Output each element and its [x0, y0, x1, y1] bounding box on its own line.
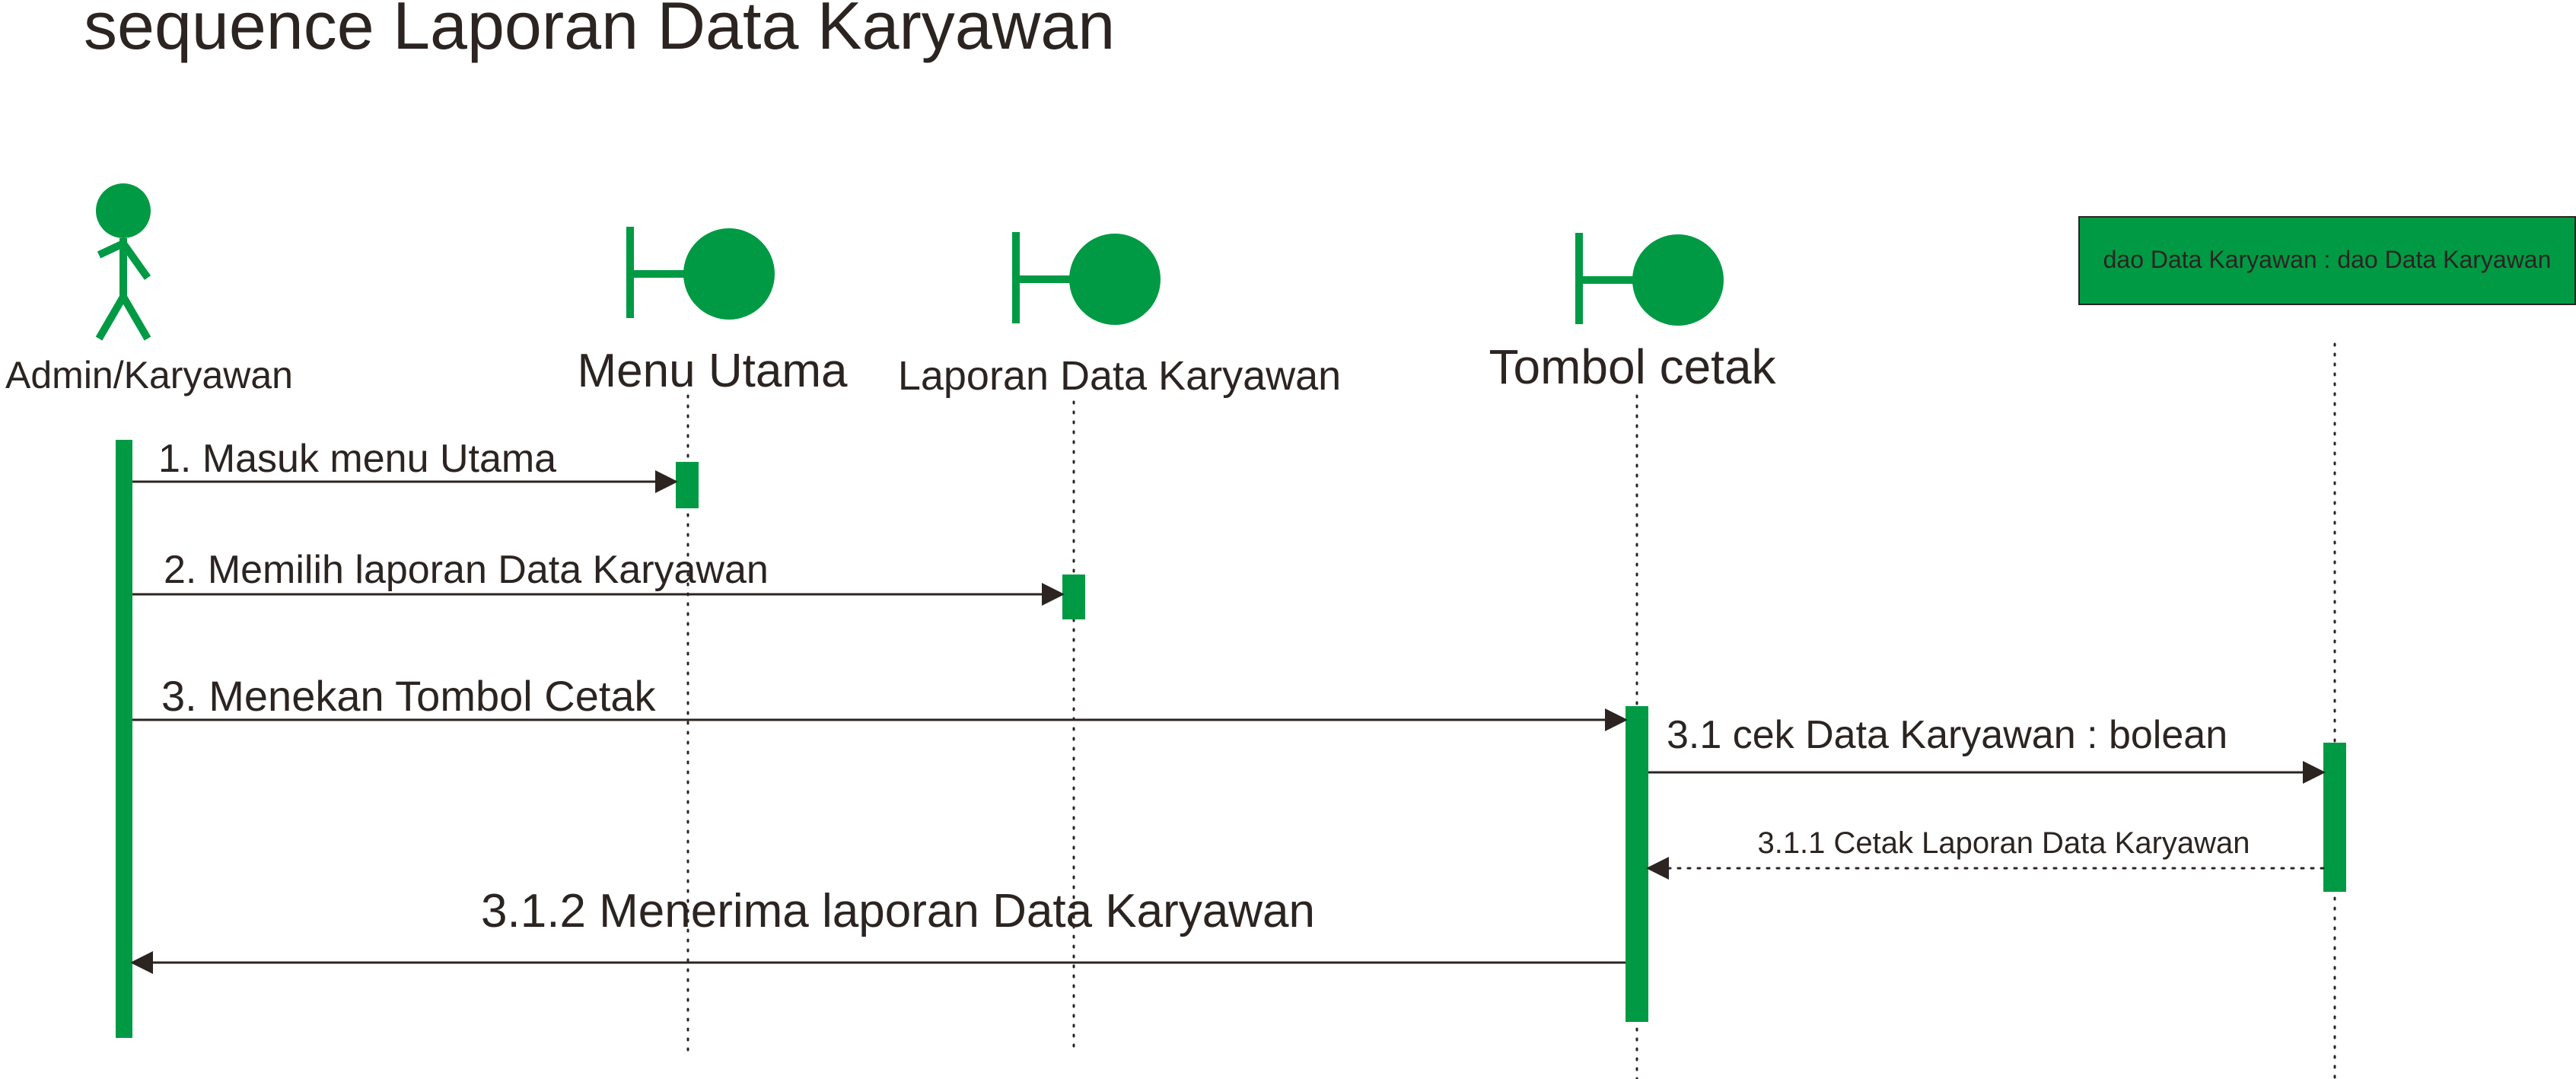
boundary-circle — [1069, 234, 1161, 325]
actor-left-arm — [97, 240, 126, 259]
lifeline-tombol: Tombol cetak — [1489, 233, 1777, 1079]
message-label: 3.1.2 Menerima laporan Data Karyawan — [481, 885, 1315, 937]
object-label: dao Data Karyawan : dao Data Karyawan — [2103, 246, 2552, 273]
lifeline-menu: Menu Utama — [578, 227, 848, 1055]
boundary-icon — [626, 227, 775, 320]
lifeline-dao: dao Data Karyawan : dao Data Karyawan — [2078, 216, 2576, 1079]
boundary-circle — [683, 228, 775, 320]
message-label: 1. Masuk menu Utama — [158, 437, 556, 481]
lifeline-label: Laporan Data Karyawan — [898, 353, 1341, 399]
lifeline-label: Menu Utama — [578, 345, 848, 397]
activation-bar-laporan — [1062, 575, 1085, 619]
message-label: 3.1 cek Data Karyawan : bolean — [1667, 713, 2227, 757]
messages: 1. Masuk menu Utama 2. Memilih laporan Da… — [130, 437, 2326, 974]
boundary-circle — [1632, 234, 1724, 326]
activation-bar-menu — [676, 462, 699, 508]
lifelines: Admin/Karyawan Menu Utama Laporan Data Kar… — [5, 183, 2576, 1079]
activation-bars — [116, 440, 2346, 1038]
message-3: 3. Menekan Tombol Cetak — [132, 672, 1628, 731]
activation-bar-dao — [2323, 743, 2346, 892]
message-4: 3.1 cek Data Karyawan : bolean — [1648, 713, 2326, 784]
lifeline-label: Admin/Karyawan — [5, 354, 293, 396]
message-label: 2. Memilih laporan Data Karyawan — [164, 548, 769, 592]
boundary-icon — [1012, 232, 1161, 325]
actor-right-arm — [119, 241, 151, 280]
boundary-icon — [1575, 233, 1724, 326]
actor-right-leg — [119, 294, 151, 341]
diagram-title: sequence Laporan Data Karyawan — [84, 0, 1115, 63]
message-2: 2. Memilih laporan Data Karyawan — [132, 548, 1065, 606]
message-label: 3.1.1 Cetak Laporan Data Karyawan — [1757, 826, 2250, 860]
message-6: 3.1.2 Menerima laporan Data Karyawan — [130, 885, 1626, 974]
object-box — [2078, 216, 2576, 305]
lifeline-label: Tombol cetak — [1489, 339, 1776, 394]
message-1: 1. Masuk menu Utama — [132, 437, 678, 493]
activation-bar-admin — [116, 440, 132, 1038]
lifeline-laporan: Laporan Data Karyawan — [898, 232, 1341, 1052]
message-5: 3.1.1 Cetak Laporan Data Karyawan — [1646, 826, 2325, 880]
message-label: 3. Menekan Tombol Cetak — [161, 672, 657, 720]
actor-left-leg — [95, 294, 127, 341]
actor-head — [96, 183, 151, 238]
actor-icon — [95, 183, 151, 341]
activation-bar-tombol — [1626, 706, 1648, 1022]
lifeline-admin: Admin/Karyawan — [5, 183, 293, 1040]
